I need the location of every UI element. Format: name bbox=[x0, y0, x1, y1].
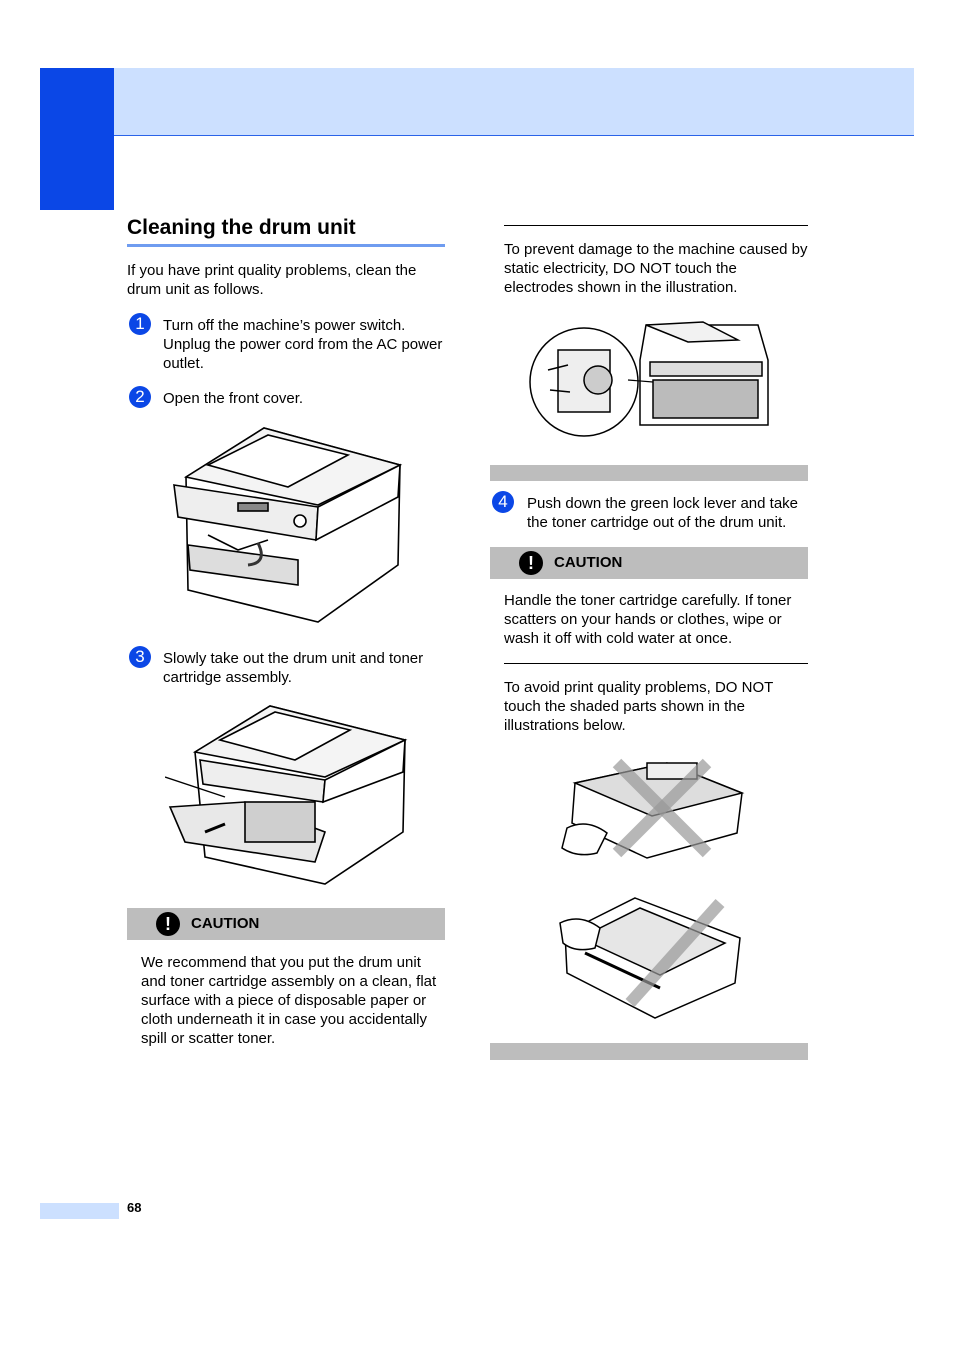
note-rule-top bbox=[504, 225, 808, 226]
chapter-tab bbox=[40, 68, 114, 210]
drum-unit-illustration bbox=[559, 897, 741, 1019]
caution-text-left: We recommend that you put the drum unit … bbox=[141, 954, 437, 1047]
page-tab bbox=[40, 1203, 119, 1219]
note-rule-2 bbox=[504, 663, 808, 664]
printer-open-cover-illustration bbox=[173, 427, 403, 623]
caution-header-left: ! CAUTION bbox=[127, 908, 445, 940]
caution-text-right: Handle the toner cartridge carefully. If… bbox=[504, 592, 792, 647]
section-title: Cleaning the drum unit bbox=[127, 216, 445, 247]
step-text-1: Turn off the machine’s power switch. Unp… bbox=[163, 317, 443, 372]
electrodes-illustration bbox=[529, 321, 769, 437]
caution-header-right: ! CAUTION bbox=[490, 547, 808, 579]
step-number-2: 2 bbox=[129, 386, 151, 408]
page-number: 68 bbox=[127, 1200, 142, 1215]
drum-removal-illustration bbox=[165, 705, 408, 885]
note-end-bar-2 bbox=[490, 1043, 808, 1060]
note-static-text: To prevent damage to the machine caused … bbox=[504, 241, 808, 296]
intro-text: If you have print quality problems, clea… bbox=[127, 262, 417, 298]
step-number-1: 1 bbox=[129, 313, 151, 335]
caution-label-left: CAUTION bbox=[191, 915, 260, 932]
warning-icon: ! bbox=[519, 551, 543, 575]
caution-label-right: CAUTION bbox=[554, 554, 623, 571]
step-text-2: Open the front cover. bbox=[163, 390, 304, 407]
step-text-3: Slowly take out the drum unit and toner … bbox=[163, 650, 424, 686]
note-end-bar-1 bbox=[490, 465, 808, 481]
header-band bbox=[114, 68, 914, 136]
step-number-4: 4 bbox=[492, 491, 514, 513]
warning-icon: ! bbox=[156, 912, 180, 936]
note-quality-text: To avoid print quality problems, DO NOT … bbox=[504, 679, 773, 734]
step-text-4: Push down the green lock lever and take … bbox=[527, 495, 799, 531]
toner-cartridge-illustration bbox=[561, 758, 745, 859]
step-number-3: 3 bbox=[129, 646, 151, 668]
